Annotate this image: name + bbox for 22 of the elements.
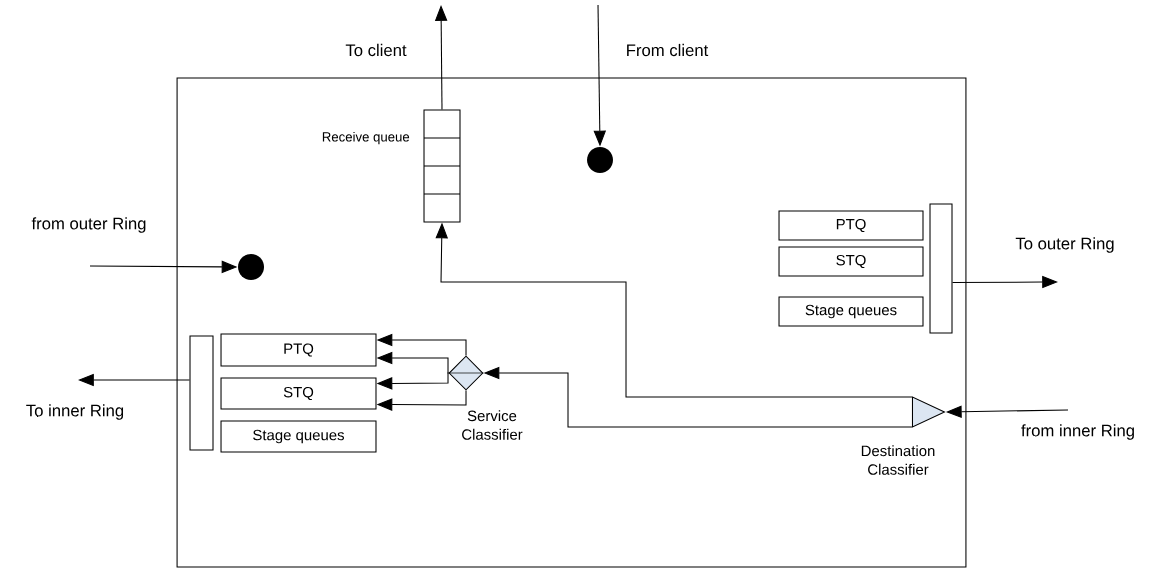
queue-box: PTQ [220, 333, 377, 367]
node-caption: Destination Classifier [861, 445, 935, 475]
multiplexer-bar [929, 203, 953, 334]
port-label: from outer Ring [31, 217, 146, 233]
arrow [78, 373, 190, 387]
port-label: From client [627, 43, 709, 57]
port-label: from inner Ring [1021, 424, 1134, 440]
multiplexer-bar [189, 335, 214, 451]
port-label: To outer Ring [1015, 237, 1114, 253]
receive-queue [423, 109, 461, 223]
node-caption: Service Classifier [462, 410, 523, 440]
queue-box: Stage queues [220, 420, 377, 453]
port-label: To client [345, 43, 407, 57]
port-label: To inner Ring [26, 404, 124, 420]
classifier-diamond [448, 355, 484, 391]
node-caption: Receive queue [322, 131, 410, 145]
queue-box: STQ [778, 246, 924, 277]
arrow [434, 5, 448, 110]
queue-box: PTQ [778, 210, 924, 241]
queue-box: STQ [220, 377, 377, 410]
queue-box: Stage queues [778, 296, 924, 327]
arrow [952, 275, 1058, 289]
